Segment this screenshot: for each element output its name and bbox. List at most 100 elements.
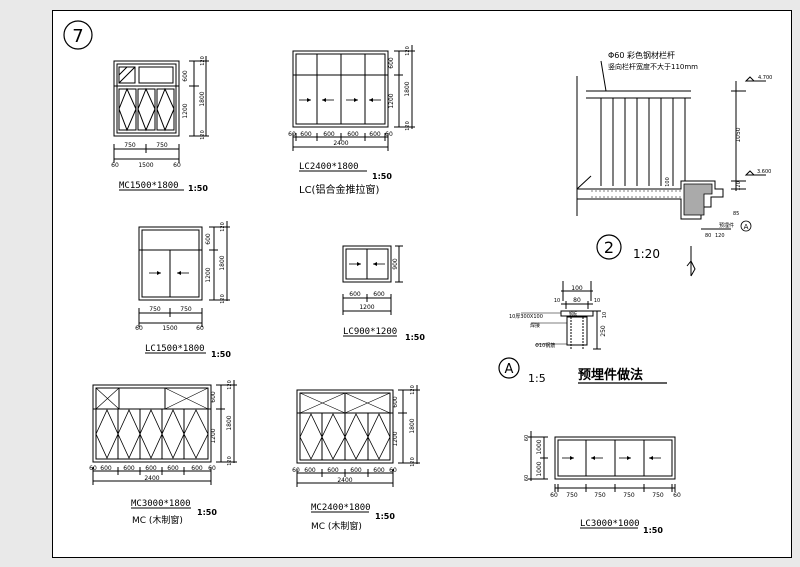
embed-dim-small-right: 10	[594, 298, 600, 304]
railing-detail-badge: 2	[596, 234, 622, 260]
railing-note-2: 竖向栏杆宽度不大于110mm	[608, 62, 698, 71]
dim-right-600: 600	[388, 57, 395, 69]
dim-left-tick-top: 60	[524, 435, 530, 441]
embed-label-rebar: Φ10钢筋	[535, 342, 555, 349]
embed-dim-plate: 10	[602, 312, 608, 318]
dim-right-1800: 1800	[404, 81, 411, 96]
dim-bottom-600a: 600	[304, 467, 316, 474]
dim-bottom-1500: 1500	[162, 325, 177, 332]
dim-right-tick-bottom: 120	[200, 130, 206, 140]
dim-bottom-600a: 600	[100, 465, 112, 472]
scale-mc1500: 1:50	[188, 184, 208, 193]
window-lc2400	[292, 45, 415, 151]
dim-right-tick-bottom: 120	[405, 121, 411, 131]
dim-top-600a: 600	[349, 291, 361, 298]
window-lc3000	[528, 431, 676, 492]
embed-dim-top-inner: 80	[573, 297, 581, 304]
dim-right-1800: 1800	[219, 255, 226, 270]
sheet-number: 7	[72, 26, 83, 47]
window-mc3000	[92, 380, 237, 485]
dim-right-600: 600	[392, 396, 399, 408]
railing-detail-scale: 1:20	[633, 247, 660, 261]
dim-bottom-600d: 600	[369, 131, 381, 138]
sheet-number-badge: 7	[63, 20, 93, 50]
railing-dim-d: 120	[715, 233, 725, 239]
dim-bottom-600d: 600	[167, 465, 179, 472]
dim-right-1200: 1200	[388, 93, 395, 108]
dim-right-600: 600	[182, 70, 189, 82]
window-mc2400	[296, 385, 420, 487]
dim-bottom-60b: 60	[673, 492, 681, 499]
embedded-ref-badge: A	[498, 357, 520, 379]
dim-bottom-600b: 600	[323, 131, 335, 138]
window-code-mc2400: MC2400*1800	[311, 503, 371, 513]
dim-right-600: 600	[210, 391, 217, 403]
scale-lc3000: 1:50	[643, 526, 663, 535]
dim-bottom-60b: 60	[208, 465, 216, 472]
dim-right-tick-top: 120	[220, 222, 226, 232]
dim-top-750a: 750	[124, 142, 136, 149]
dim-right-1200: 1200	[210, 428, 217, 443]
dim-top-600b: 600	[373, 291, 385, 298]
dim-total-2400: 2400	[333, 140, 348, 147]
dim-bottom-60b: 60	[385, 131, 393, 138]
dim-right-tick-top: 120	[410, 385, 416, 395]
dim-bottom-600a: 600	[300, 131, 312, 138]
dim-right-tick-top: 120	[200, 56, 206, 66]
dim-top-750b: 750	[156, 142, 168, 149]
window-code-lc900: LC900*1200	[343, 327, 397, 337]
dim-right-tick-bottom: 120	[410, 457, 416, 467]
dim-right-1200: 1200	[205, 267, 212, 282]
dim-bottom-750b: 750	[594, 492, 606, 499]
dim-right-tick-bottom: 120	[227, 456, 233, 466]
dim-bottom-60a: 60	[288, 131, 296, 138]
window-code-lc1500: LC1500*1800	[145, 344, 205, 354]
dim-bottom-60b: 60	[173, 162, 181, 169]
dim-top-750b: 750	[180, 306, 192, 313]
dim-right-600: 600	[205, 233, 212, 245]
window-lc900	[342, 245, 403, 315]
dim-bottom-600c: 600	[350, 467, 362, 474]
embedded-title: 预埋件做法	[578, 367, 643, 383]
railing-dim-slab: 100	[665, 177, 671, 187]
dim-right-tick-top: 120	[227, 380, 233, 390]
railing-dim-b: 85	[733, 211, 739, 217]
dim-bottom-600c: 600	[347, 131, 359, 138]
dim-left-1000a: 1000	[536, 439, 543, 454]
window-mc1500	[113, 56, 209, 163]
railing-dim-a: 120	[736, 181, 742, 191]
railing-detail-number: 2	[604, 238, 614, 257]
embed-label-steel: 钢板	[569, 310, 577, 316]
dim-bottom-60a: 60	[550, 492, 558, 499]
railing-dim-height: 1050	[735, 127, 742, 142]
dim-bottom-60a: 60	[292, 467, 300, 474]
dim-total-2400: 2400	[337, 477, 352, 484]
embedded-ref-letter: A	[505, 362, 514, 377]
window-code-lc3000: LC3000*1000	[580, 519, 640, 529]
dim-left-1000b: 1000	[536, 461, 543, 476]
dim-bottom-750a: 750	[566, 492, 578, 499]
dim-bottom-60b: 60	[196, 325, 204, 332]
dim-bottom-750c: 750	[623, 492, 635, 499]
subtitle-mc3000: MC (木制窗)	[132, 514, 183, 526]
dim-top-750a: 750	[149, 306, 161, 313]
railing-section	[576, 60, 766, 277]
dim-right-1200: 1200	[182, 103, 189, 118]
dim-bottom-600c: 600	[145, 465, 157, 472]
railing-detail-ref-letter: A	[744, 223, 749, 231]
window-code-lc2400: LC2400*1800	[299, 162, 359, 172]
embedded-part-detail	[521, 281, 601, 350]
dim-total-2400: 2400	[144, 475, 159, 482]
embed-dim-height: 250	[600, 325, 607, 337]
scale-lc2400: 1:50	[372, 172, 392, 181]
embed-dim-small-left: 10	[554, 298, 560, 304]
subtitle-lc2400: LC(铝合金推拉窗)	[299, 183, 379, 196]
railing-detail-ref: A	[740, 220, 752, 232]
dim-right-1800: 1800	[409, 418, 416, 433]
railing-embed-label: 预埋件	[719, 222, 734, 229]
scale-lc900: 1:50	[405, 333, 425, 342]
drawing-canvas: 7 600 1200 1800 120 120 750 750 60 1500 …	[63, 20, 772, 535]
dim-bottom-750d: 750	[652, 492, 664, 499]
scale-mc2400: 1:50	[375, 512, 395, 521]
dim-bottom-600d: 600	[373, 467, 385, 474]
